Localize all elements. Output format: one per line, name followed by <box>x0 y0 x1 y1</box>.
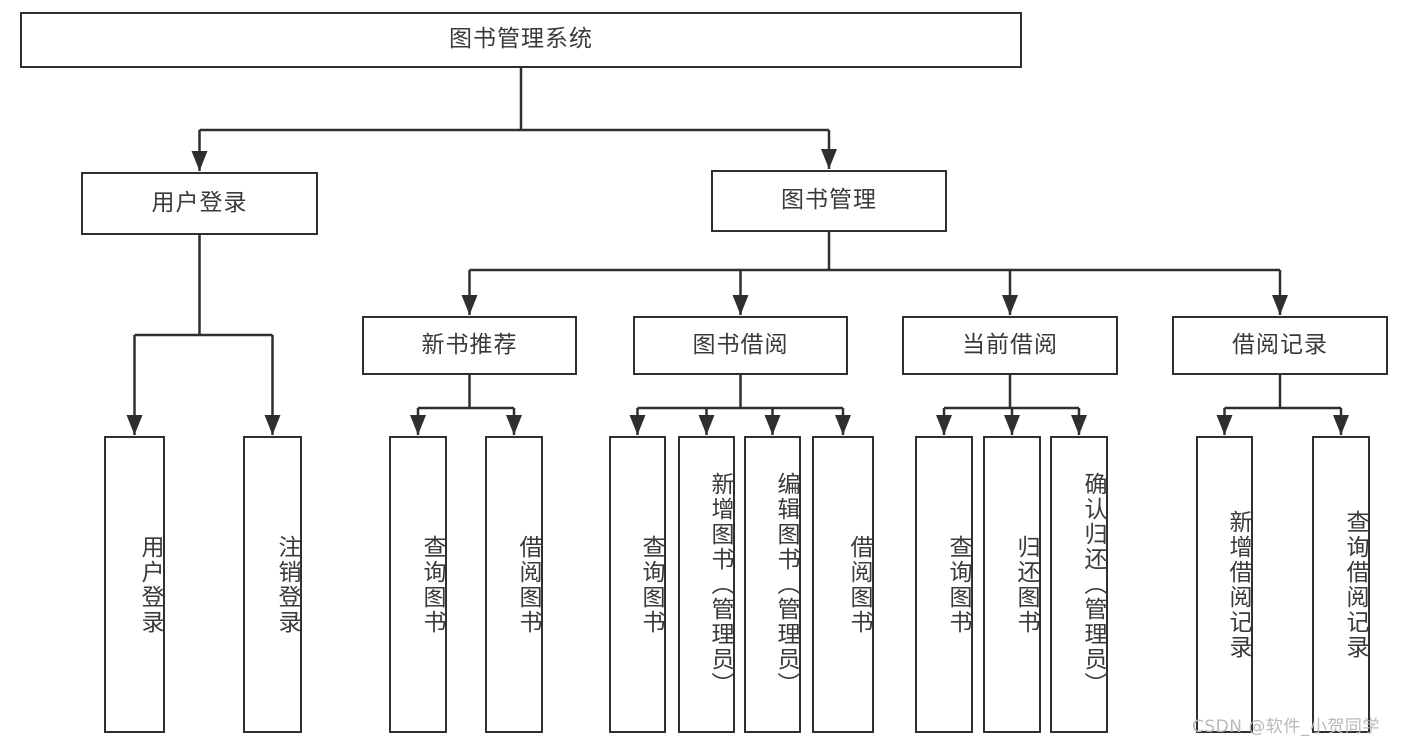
arrow-head-icon <box>835 415 851 435</box>
node-label: 新增图书（管理员） <box>707 472 733 697</box>
node-label: 新书推荐 <box>421 331 518 358</box>
node-label: 注销登录 <box>274 534 300 635</box>
leaf-leaf-borrow-book-2: 借阅图书 <box>812 436 874 733</box>
arrow-head-icon <box>764 415 781 435</box>
arrow-head-icon <box>191 151 208 171</box>
leaf-leaf-user-logout: 注销登录 <box>243 436 302 733</box>
node-label: 新增借阅记录 <box>1225 509 1251 660</box>
node-label: 编辑图书（管理员） <box>773 472 799 697</box>
leaf-leaf-query-book-3: 查询图书 <box>915 436 973 733</box>
csdn-watermark: CSDN @软件_小贺同学 <box>1192 717 1380 737</box>
node-label: 查询图书 <box>419 534 445 635</box>
node-label: 图书管理 <box>781 187 877 214</box>
arrow-head-icon <box>410 415 426 435</box>
node-label: 查询借阅记录 <box>1342 509 1368 660</box>
leaf-leaf-edit-book-admin: 编辑图书（管理员） <box>744 436 801 733</box>
node-label: 归还图书 <box>1013 534 1039 635</box>
leaf-leaf-borrow-book-1: 借阅图书 <box>485 436 543 733</box>
arrow-head-icon <box>732 295 749 315</box>
leaf-leaf-add-borrow-record: 新增借阅记录 <box>1196 436 1253 733</box>
node-label: 当前借阅 <box>962 331 1058 358</box>
arrow-head-icon <box>1002 295 1018 315</box>
node-label: 借阅图书 <box>846 534 872 635</box>
node-book-manage: 图书管理 <box>711 170 947 232</box>
node-label: 用户登录 <box>151 189 248 216</box>
arrow-head-icon <box>126 415 143 435</box>
arrow-head-icon <box>1071 415 1087 435</box>
leaf-leaf-query-borrow-record: 查询借阅记录 <box>1312 436 1370 733</box>
leaf-leaf-user-login: 用户登录 <box>104 436 165 733</box>
node-label: 用户登录 <box>137 534 163 635</box>
node-book-borrow: 图书借阅 <box>633 316 848 375</box>
node-label: 图书借阅 <box>692 331 789 358</box>
arrow-head-icon <box>461 295 478 315</box>
leaf-leaf-query-book-2: 查询图书 <box>609 436 666 733</box>
arrow-head-icon <box>506 415 522 435</box>
arrow-head-icon <box>1004 415 1020 435</box>
node-current-borrow: 当前借阅 <box>902 316 1118 375</box>
node-user-login: 用户登录 <box>81 172 318 235</box>
arrow-head-icon <box>629 415 646 435</box>
node-label: 确认归还（管理员） <box>1080 472 1106 697</box>
node-label: 图书管理系统 <box>449 26 593 53</box>
arrow-head-icon <box>1333 415 1349 435</box>
node-label: 查询图书 <box>638 534 664 635</box>
leaf-leaf-query-book-1: 查询图书 <box>389 436 447 733</box>
node-new-book-recommend: 新书推荐 <box>362 316 577 375</box>
node-label: 查询图书 <box>945 534 971 635</box>
node-label: 借阅图书 <box>515 534 541 635</box>
node-label: 借阅记录 <box>1232 331 1328 358</box>
node-root: 图书管理系统 <box>20 12 1022 68</box>
arrow-head-icon <box>1216 415 1233 435</box>
leaf-leaf-add-book-admin: 新增图书（管理员） <box>678 436 735 733</box>
arrow-head-icon <box>936 415 952 435</box>
leaf-leaf-confirm-return-admin: 确认归还（管理员） <box>1050 436 1108 733</box>
leaf-leaf-return-book: 归还图书 <box>983 436 1041 733</box>
arrow-head-icon <box>698 415 715 435</box>
node-borrow-record: 借阅记录 <box>1172 316 1388 375</box>
arrow-head-icon <box>821 149 837 169</box>
arrow-head-icon <box>264 415 281 435</box>
arrow-head-icon <box>1272 295 1288 315</box>
